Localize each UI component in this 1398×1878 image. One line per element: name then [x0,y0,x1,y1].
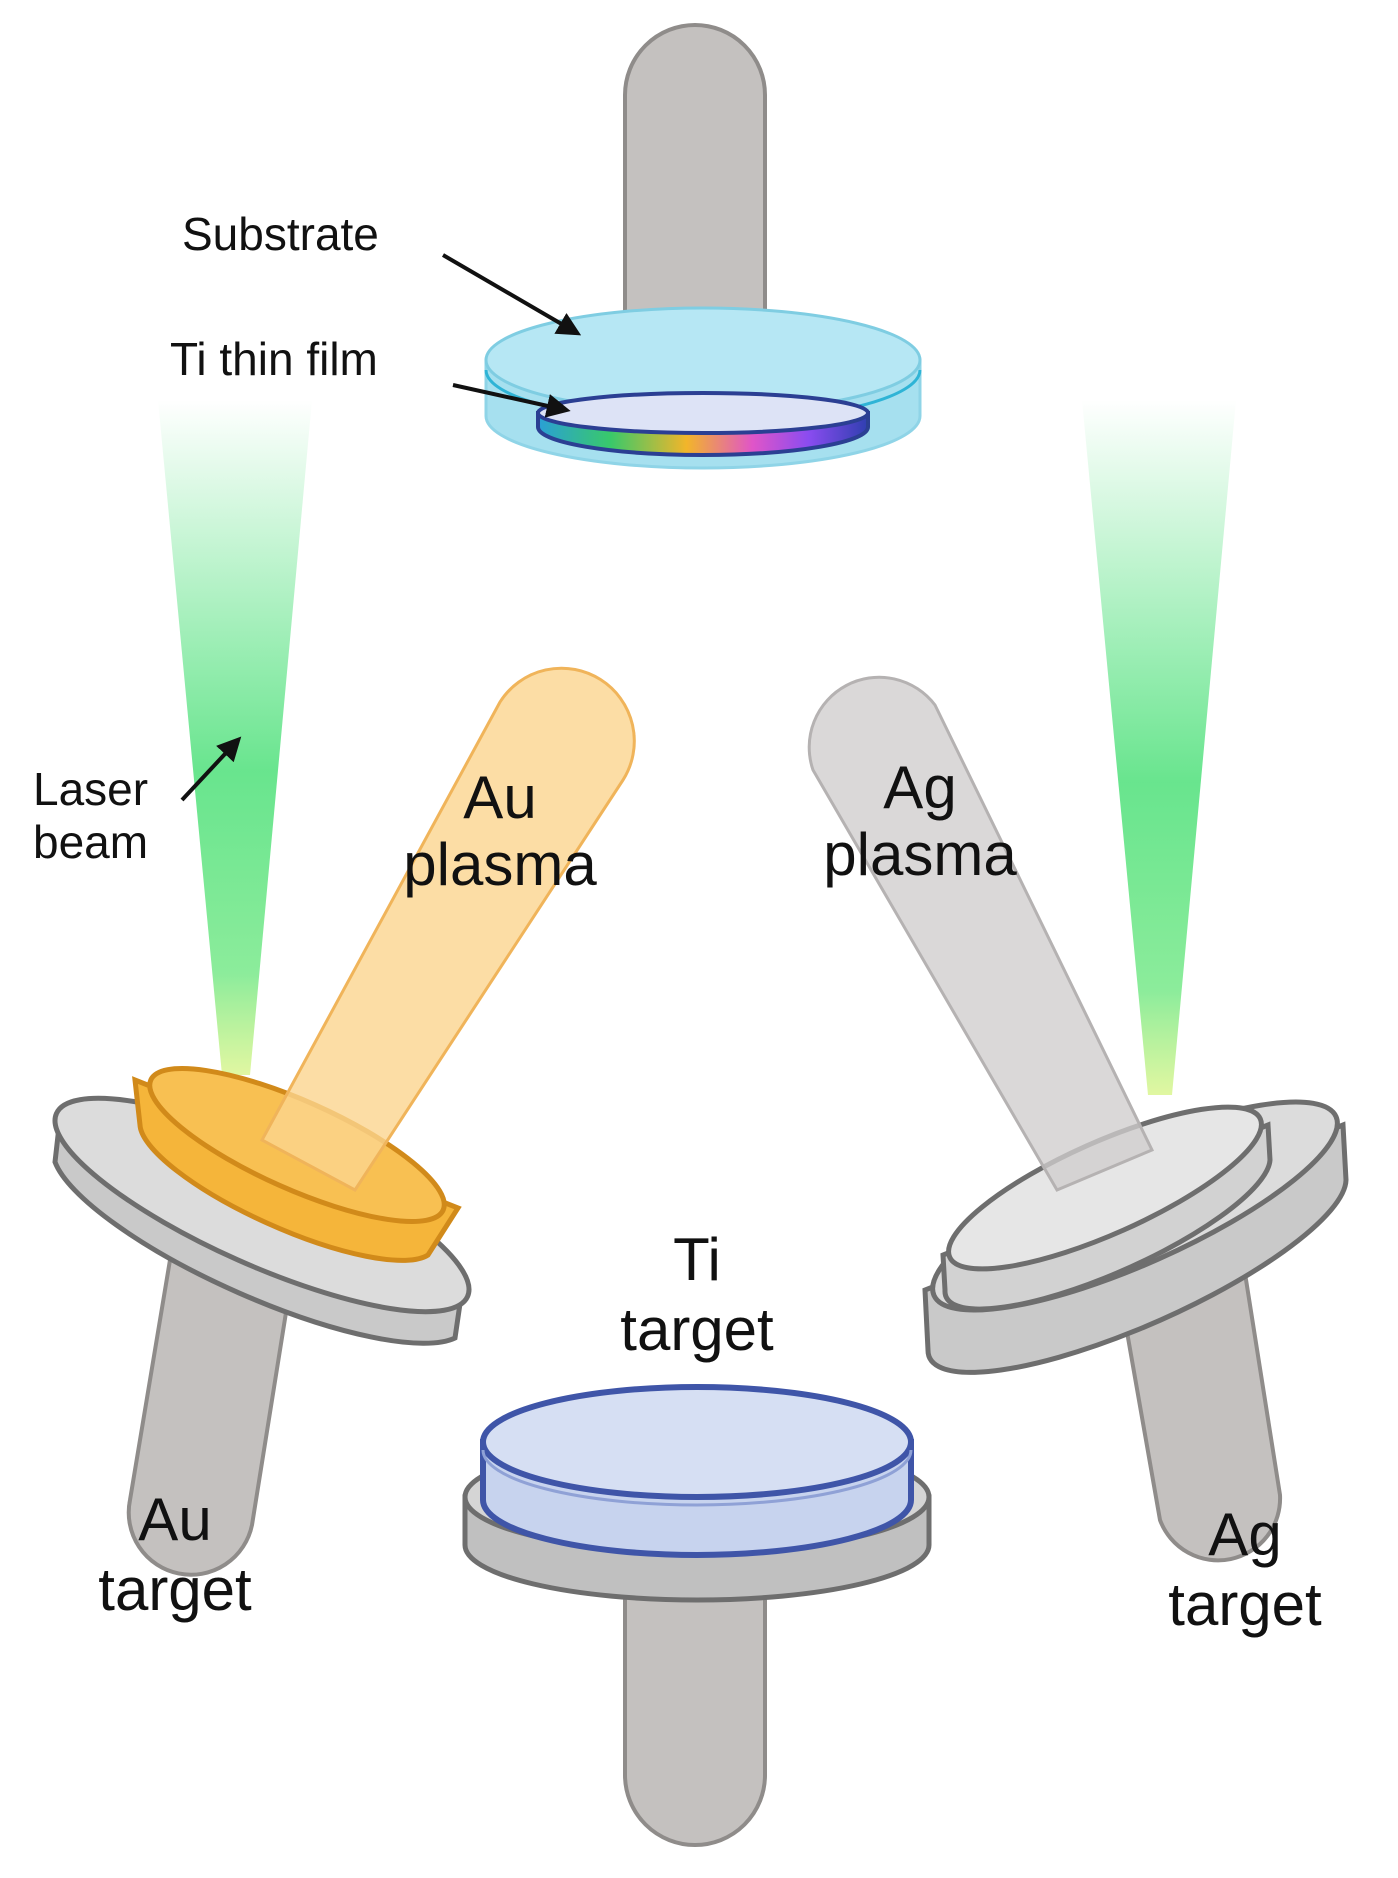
substrate-label: Substrate [182,208,379,260]
ti-thin-film-label: Ti thin film [170,333,378,385]
substrate-arrow [441,253,582,336]
laser-beam-label-line2: beam [33,816,148,868]
laser-beam-label-line1: Laser [33,763,148,815]
au-plasma-plume [259,666,636,1192]
laser-beam-arrow [180,736,242,802]
top-holder-rod [623,23,767,362]
ti-holder-rod [623,1548,767,1847]
au-target-label-line2: target [98,1556,252,1623]
ti-target-label-line2: target [620,1296,774,1363]
ag-target-label-line1: Ag [1208,1501,1281,1568]
ti-target-label-line1: Ti [673,1226,721,1293]
laser-beam-right [1082,400,1236,1095]
ag-plasma-plume [807,675,1155,1192]
ag-target-disc [940,1104,1273,1312]
au-plasma-label-line2: plasma [403,831,597,898]
au-target-label-line1: Au [138,1486,211,1553]
ti-thin-film [536,391,870,457]
ag-plasma-label-line1: Ag [883,754,956,821]
ti-thin-film-arrow [452,383,571,418]
laser-beam-left [158,400,312,1075]
ag-target-label-line2: target [1168,1571,1322,1638]
au-plasma-label-line1: Au [463,764,536,831]
ag-plasma-label-line2: plasma [823,821,1017,888]
ti-target-disc [480,1384,914,1558]
